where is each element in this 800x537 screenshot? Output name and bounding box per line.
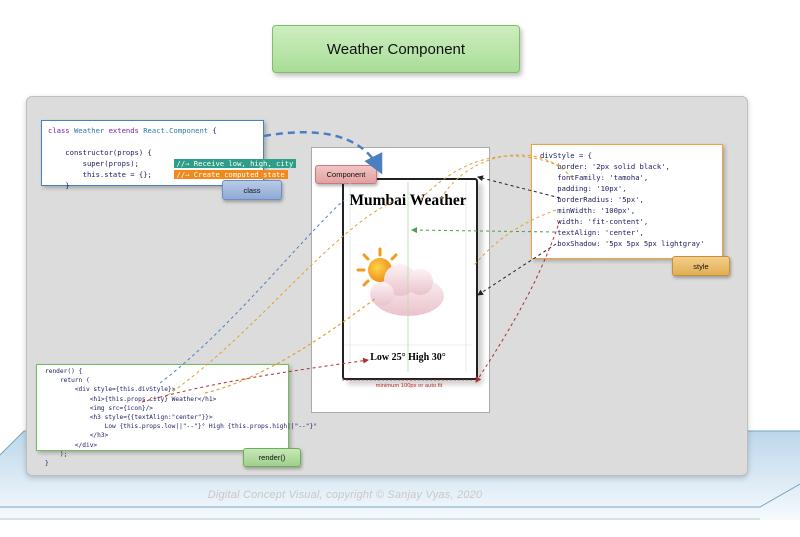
style-code-line: boxShadow: '5px 5px 5px lightgray' xyxy=(540,239,705,248)
render-code-box: render() { return ( <div style={this.div… xyxy=(36,364,317,467)
code-token: //→ Receive low, high, city xyxy=(173,159,297,168)
style-code-box: divStyle = { border: '2px solid black', … xyxy=(531,144,723,259)
render-code-line: ); xyxy=(45,450,68,458)
render-code: render() { return ( <div style={this.div… xyxy=(45,367,317,468)
style-code-line: borderRadius: '5px', xyxy=(540,195,644,204)
code-token: React.Component xyxy=(143,126,209,135)
code-token: constructor(props) { xyxy=(48,148,152,157)
class-code-line: } xyxy=(48,180,257,191)
code-token: class xyxy=(48,126,70,135)
style-label: style xyxy=(672,256,730,276)
class-code-line: constructor(props) { xyxy=(48,147,257,158)
code-token: super(props); xyxy=(48,159,174,168)
render-code-line: render() { xyxy=(45,368,83,375)
render-label: render() xyxy=(243,448,301,467)
class-code-line: super(props); //→ Receive low, high, cit… xyxy=(48,158,297,169)
style-code-line: width: 'fit-content', xyxy=(540,217,649,226)
render-code-line: <h3 style={{textAlign:"center"}}> xyxy=(45,414,213,422)
render-code-line: <h1>{this.props.city} Weather</h1> xyxy=(45,395,217,403)
sun-behind-cloud-icon xyxy=(356,247,444,316)
render-code-line: return ( xyxy=(45,377,90,385)
code-token: { xyxy=(208,126,217,135)
code-token: //→ Create computed state xyxy=(173,170,288,179)
code-token: extends xyxy=(108,126,139,135)
style-code-line: minWidth: '100px', xyxy=(540,206,636,215)
code-token: } xyxy=(48,181,70,190)
copyright-text: Digital Concept Visual, copyright © Sanj… xyxy=(207,489,483,501)
card-title: Mumbai Weather xyxy=(349,192,467,209)
class-code-box: class Weather extends React.Component { … xyxy=(41,120,297,190)
style-code-line: fontFamily: 'tamoha', xyxy=(540,173,649,182)
render-code-line: </div> xyxy=(45,441,98,449)
component-label: Component xyxy=(315,165,377,184)
code-token: this.state = {}; xyxy=(48,170,174,179)
style-code-line: border: '2px solid black', xyxy=(540,162,670,171)
render-code-line: </h3> xyxy=(45,432,109,440)
code-token: Weather xyxy=(73,126,105,135)
render-code-line: <img src={icon}/> xyxy=(45,404,154,412)
style-code-line: padding: '10px', xyxy=(540,184,627,193)
class-code-line xyxy=(48,136,257,147)
min-width-note: minimum 100px or auto fit xyxy=(375,383,443,389)
class-label: class xyxy=(222,180,282,200)
render-code-line: <div style={this.divStyle}> xyxy=(45,386,176,394)
class-code-line: this.state = {}; //→ Create computed sta… xyxy=(48,169,288,180)
card-low-high: Low 25° High 30° xyxy=(370,352,446,363)
class-code-line: class Weather extends React.Component { xyxy=(48,125,257,136)
style-code-line: textAlign: 'center', xyxy=(540,228,644,237)
diagram-title: Weather Component xyxy=(272,25,520,73)
style-code: divStyle = { border: '2px solid black', … xyxy=(540,150,714,249)
render-code-line: } xyxy=(45,460,49,468)
render-code-line: Low {this.props.low||"--"}° High {this.p… xyxy=(45,423,317,431)
style-code-line: divStyle = { xyxy=(540,151,592,160)
